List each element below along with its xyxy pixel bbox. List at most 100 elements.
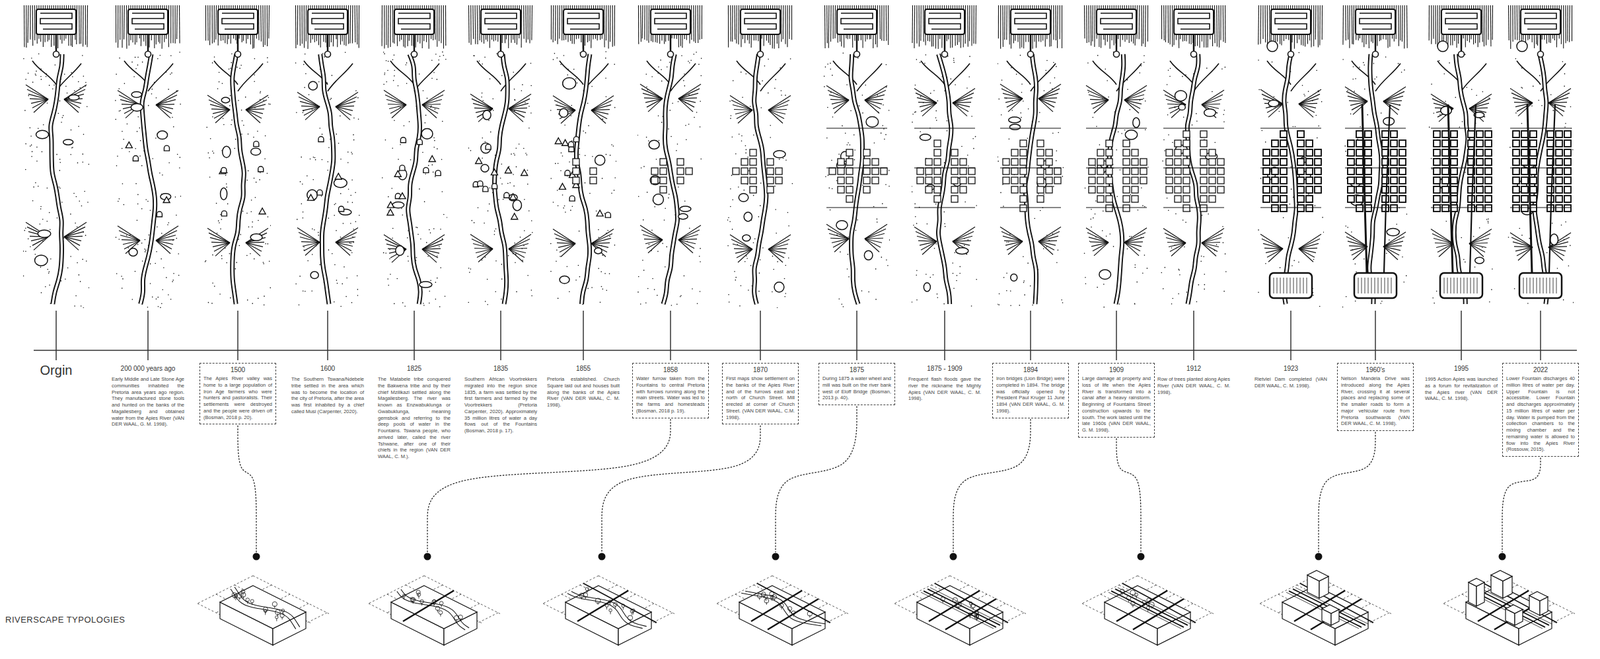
sketch-mark xyxy=(480,142,491,153)
sketch-mark xyxy=(48,212,51,214)
sketch-mark xyxy=(550,5,617,305)
sketch-mark xyxy=(784,295,786,298)
sketch-mark xyxy=(385,5,387,45)
sketch-mark xyxy=(222,117,224,119)
sketch-mark xyxy=(640,167,643,169)
sketch-mark xyxy=(149,282,152,285)
sketch-mark xyxy=(303,87,306,89)
sketch-mark xyxy=(350,194,352,197)
sketch-mark xyxy=(31,155,33,158)
sketch-mark xyxy=(218,72,220,74)
sketch-mark xyxy=(732,104,753,110)
timeline-tick xyxy=(147,310,149,361)
sketch-mark xyxy=(729,5,732,42)
sketch-mark xyxy=(131,91,142,98)
sketch-mark xyxy=(830,5,832,42)
sketch-mark xyxy=(50,54,63,304)
sketch-mark xyxy=(35,74,37,76)
sketch-mark xyxy=(393,303,396,305)
sketch-mark xyxy=(760,182,762,184)
sketch-mark xyxy=(788,225,790,227)
sketch-mark xyxy=(529,5,530,44)
sketch-mark xyxy=(253,258,255,260)
sketch-mark xyxy=(117,200,119,203)
sketch-mark xyxy=(68,94,80,100)
sketch-mark xyxy=(387,284,390,287)
sketch-mark xyxy=(558,5,561,39)
sketch-mark xyxy=(848,276,850,278)
sketch-mark xyxy=(76,225,78,228)
sketch-mark xyxy=(50,258,52,260)
sketch-mark xyxy=(335,101,356,107)
sketch-mark xyxy=(29,246,32,248)
sketch-mark xyxy=(253,80,255,82)
sketch-mark xyxy=(478,5,481,41)
sketch-mark xyxy=(435,298,437,300)
sketch-mark xyxy=(858,105,861,107)
sketch-mark xyxy=(231,53,233,55)
sketch-mark xyxy=(887,264,889,267)
sketch-mark xyxy=(699,260,701,263)
sketch-mark xyxy=(212,116,214,118)
sketch-mark xyxy=(509,193,517,200)
sketch-mark xyxy=(470,149,472,152)
sketch-mark xyxy=(418,188,421,190)
sketch-mark xyxy=(778,158,781,160)
sketch-mark xyxy=(481,92,483,94)
river-strip xyxy=(114,5,182,308)
sketch-mark xyxy=(327,169,329,172)
sketch-mark xyxy=(484,13,517,30)
sketch-mark xyxy=(299,275,301,277)
sketch-mark xyxy=(687,60,690,63)
sketch-mark xyxy=(605,5,607,41)
sketch-mark xyxy=(829,209,832,211)
sketch-mark xyxy=(207,5,209,41)
sketch-mark xyxy=(528,210,530,212)
sketch-mark xyxy=(489,78,491,80)
sketch-mark xyxy=(264,5,266,45)
sketch-mark xyxy=(23,250,24,252)
sketch-mark xyxy=(745,73,747,75)
sketch-mark xyxy=(411,51,418,58)
sketch-mark xyxy=(473,55,475,57)
sketch-mark xyxy=(323,56,326,58)
sketch-mark xyxy=(734,279,736,281)
sketch-mark xyxy=(353,117,355,119)
sketch-mark xyxy=(306,175,308,177)
sketch-mark xyxy=(209,176,211,178)
sketch-mark xyxy=(253,74,255,76)
sketch-mark xyxy=(204,5,271,306)
sketch-mark xyxy=(482,110,491,120)
sketch-mark xyxy=(564,205,566,207)
sketch-mark xyxy=(658,140,660,142)
sketch-mark xyxy=(241,120,244,122)
sketch-mark xyxy=(661,243,664,245)
sketch-mark xyxy=(66,92,69,94)
sketch-mark xyxy=(321,133,324,135)
sketch-mark xyxy=(637,134,639,137)
sketch-mark xyxy=(79,87,82,89)
sketch-mark xyxy=(305,73,307,75)
sketch-mark xyxy=(589,177,597,184)
sketch-mark xyxy=(180,195,182,197)
sketch-mark xyxy=(313,229,316,231)
sketch-mark xyxy=(428,290,431,292)
sketch-mark xyxy=(648,98,663,112)
sketch-mark xyxy=(422,95,444,106)
sketch-mark xyxy=(882,104,884,106)
sketch-mark xyxy=(584,182,586,184)
sketch-mark xyxy=(601,177,604,180)
sketch-mark xyxy=(611,192,613,194)
sketch-mark xyxy=(387,278,389,280)
sketch-mark xyxy=(155,251,158,253)
sketch-mark xyxy=(335,232,357,243)
sketch-mark xyxy=(875,298,877,300)
sketch-mark xyxy=(432,164,434,166)
sketch-mark xyxy=(298,232,320,243)
sketch-mark xyxy=(430,105,433,108)
sketch-mark xyxy=(67,266,69,269)
sketch-mark xyxy=(121,5,123,48)
sketch-mark xyxy=(727,219,728,221)
sketch-mark xyxy=(73,89,76,92)
